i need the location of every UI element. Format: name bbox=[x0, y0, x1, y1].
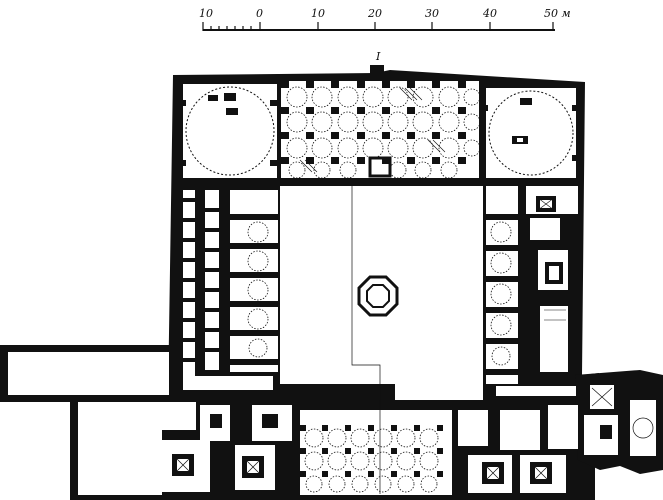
east-arcade-vaults bbox=[490, 221, 512, 366]
interior-spaces bbox=[8, 81, 656, 495]
scale-bar: 10 0 10 20 30 40 50 м bbox=[199, 7, 571, 31]
nw-dome bbox=[185, 86, 275, 176]
east-wing bbox=[486, 186, 566, 386]
north-arcade-hatch bbox=[299, 87, 446, 173]
north-arcade-piers bbox=[281, 81, 481, 185]
scale-label-10: 10 bbox=[311, 7, 325, 20]
scale-label-neg10: 10 bbox=[199, 7, 213, 20]
scale-label-0: 0 bbox=[256, 7, 263, 20]
axis-mark-top: I bbox=[375, 50, 381, 63]
west-arcade-vaults bbox=[247, 221, 269, 358]
tombs bbox=[208, 93, 532, 144]
ablution-fountain bbox=[357, 275, 399, 317]
west-wing bbox=[183, 190, 278, 376]
minbar-base bbox=[368, 156, 392, 178]
courtyard bbox=[351, 186, 399, 400]
south-arcade-vaults bbox=[304, 428, 439, 493]
south-arcade bbox=[300, 400, 452, 494]
east-wing-hatch bbox=[537, 197, 566, 321]
scale-label-50m: 50 м bbox=[544, 7, 571, 20]
ne-dome bbox=[488, 90, 574, 176]
north-arcade-vaults bbox=[286, 86, 481, 179]
scale-label-40: 40 bbox=[482, 7, 497, 20]
domed-halls bbox=[185, 86, 574, 176]
south-arcade-piers bbox=[300, 405, 452, 477]
scale-label-30: 30 bbox=[425, 7, 439, 20]
wall-piers bbox=[178, 100, 580, 166]
west-wing-cells bbox=[183, 190, 278, 376]
courtyard-axis-line bbox=[351, 186, 381, 400]
north-arcade bbox=[281, 81, 481, 185]
south-range-details bbox=[172, 387, 654, 484]
scale-label-20: 20 bbox=[367, 7, 382, 20]
